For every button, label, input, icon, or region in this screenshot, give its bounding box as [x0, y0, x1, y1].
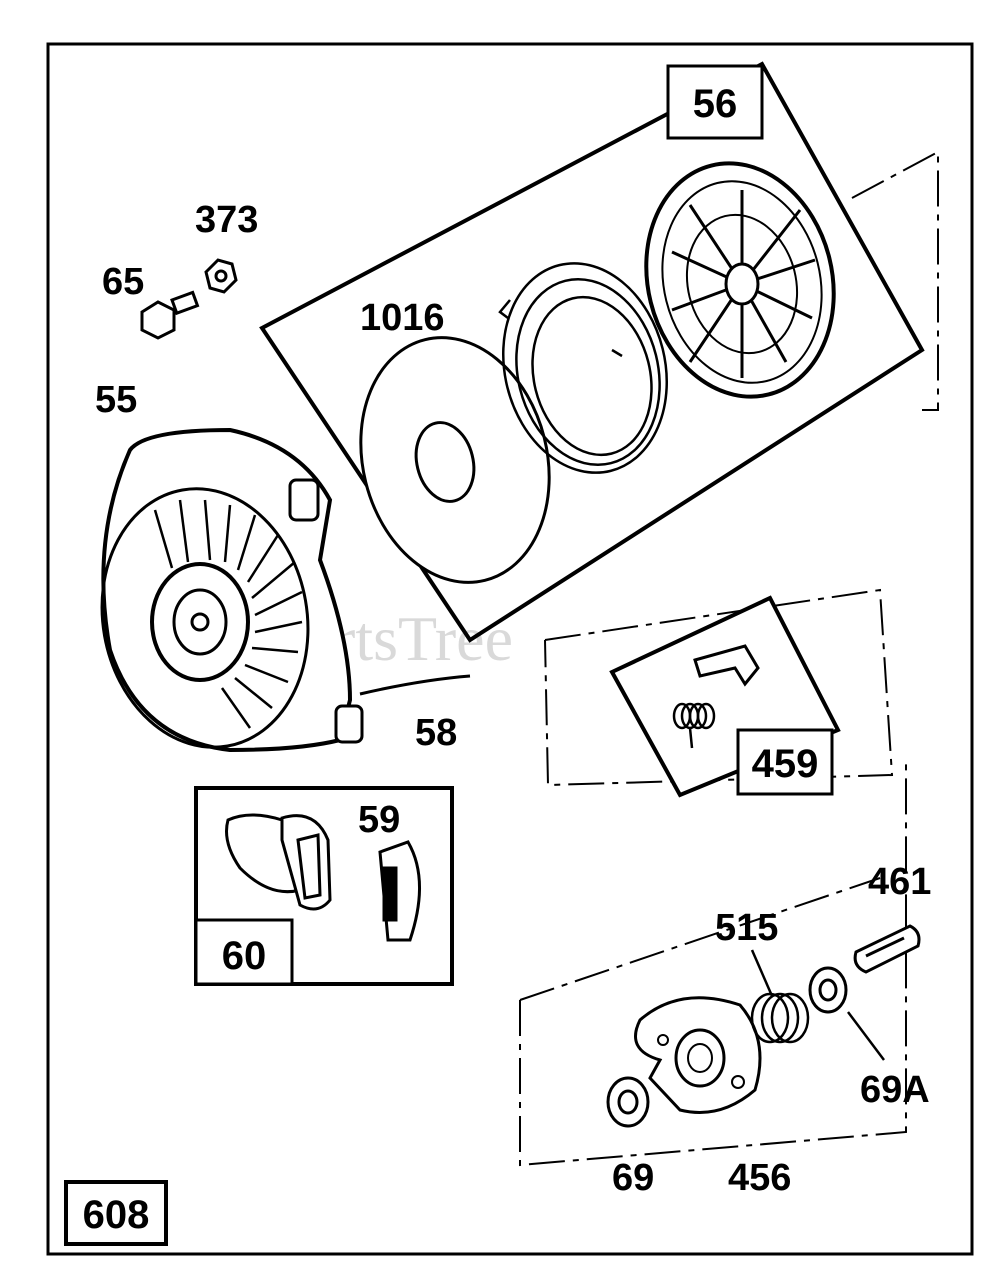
hex-bolt-icon [140, 290, 200, 340]
kit-459-group: 459 [544, 588, 894, 798]
kit-56-outline [259, 61, 925, 643]
handle-insert-icon [378, 840, 422, 942]
kit-lower-group: 461 515 69A 69 456 [519, 760, 931, 1199]
pawl-icon [693, 644, 760, 687]
hex-nut-icon [204, 258, 238, 294]
retainer-icon [634, 996, 762, 1114]
kit-459-label-box [736, 728, 834, 796]
callout-69A: 69A [860, 1069, 930, 1111]
callout-515: 515 [715, 907, 778, 949]
kit-60-outline [194, 786, 454, 986]
callout-58: 58 [415, 712, 457, 754]
figure-code: 608 [83, 1193, 150, 1237]
callout-56: 56 [693, 82, 738, 126]
kit-lower-leader-top [519, 877, 881, 1001]
callout-59: 59 [358, 799, 400, 841]
kit-lower-leader [519, 760, 907, 1167]
kit-60-group: 60 59 [194, 786, 454, 986]
outer-frame [46, 42, 974, 1256]
callout-459: 459 [752, 742, 819, 786]
small-spring-icon [672, 702, 716, 749]
callout-55: 55 [95, 379, 137, 421]
kit-60-label-box [194, 918, 294, 986]
pin-icon [853, 924, 921, 974]
kit-56-leader [851, 150, 939, 411]
kit-56-group: 56 [259, 61, 939, 643]
kit-459-leader [544, 588, 894, 787]
washer-icon [359, 336, 551, 584]
rewind-spring-icon [498, 262, 668, 474]
pulley-icon [644, 161, 836, 399]
callout-69: 69 [612, 1157, 654, 1199]
starter-housing-icon [100, 427, 471, 753]
kit-56-label-box [666, 64, 764, 140]
callout-456: 456 [728, 1157, 791, 1199]
callout-373: 373 [195, 199, 258, 241]
washer-small-icon [808, 966, 848, 1014]
cup-spring-icon [750, 992, 810, 1044]
rope-handle-icon [225, 813, 332, 911]
callout-60: 60 [222, 934, 267, 978]
callout-461: 461 [868, 861, 931, 903]
figure-code-box [64, 1180, 168, 1246]
washer-small-icon-69 [606, 1076, 650, 1128]
callout-1016: 1016 [360, 297, 445, 339]
callout-65: 65 [102, 261, 144, 303]
